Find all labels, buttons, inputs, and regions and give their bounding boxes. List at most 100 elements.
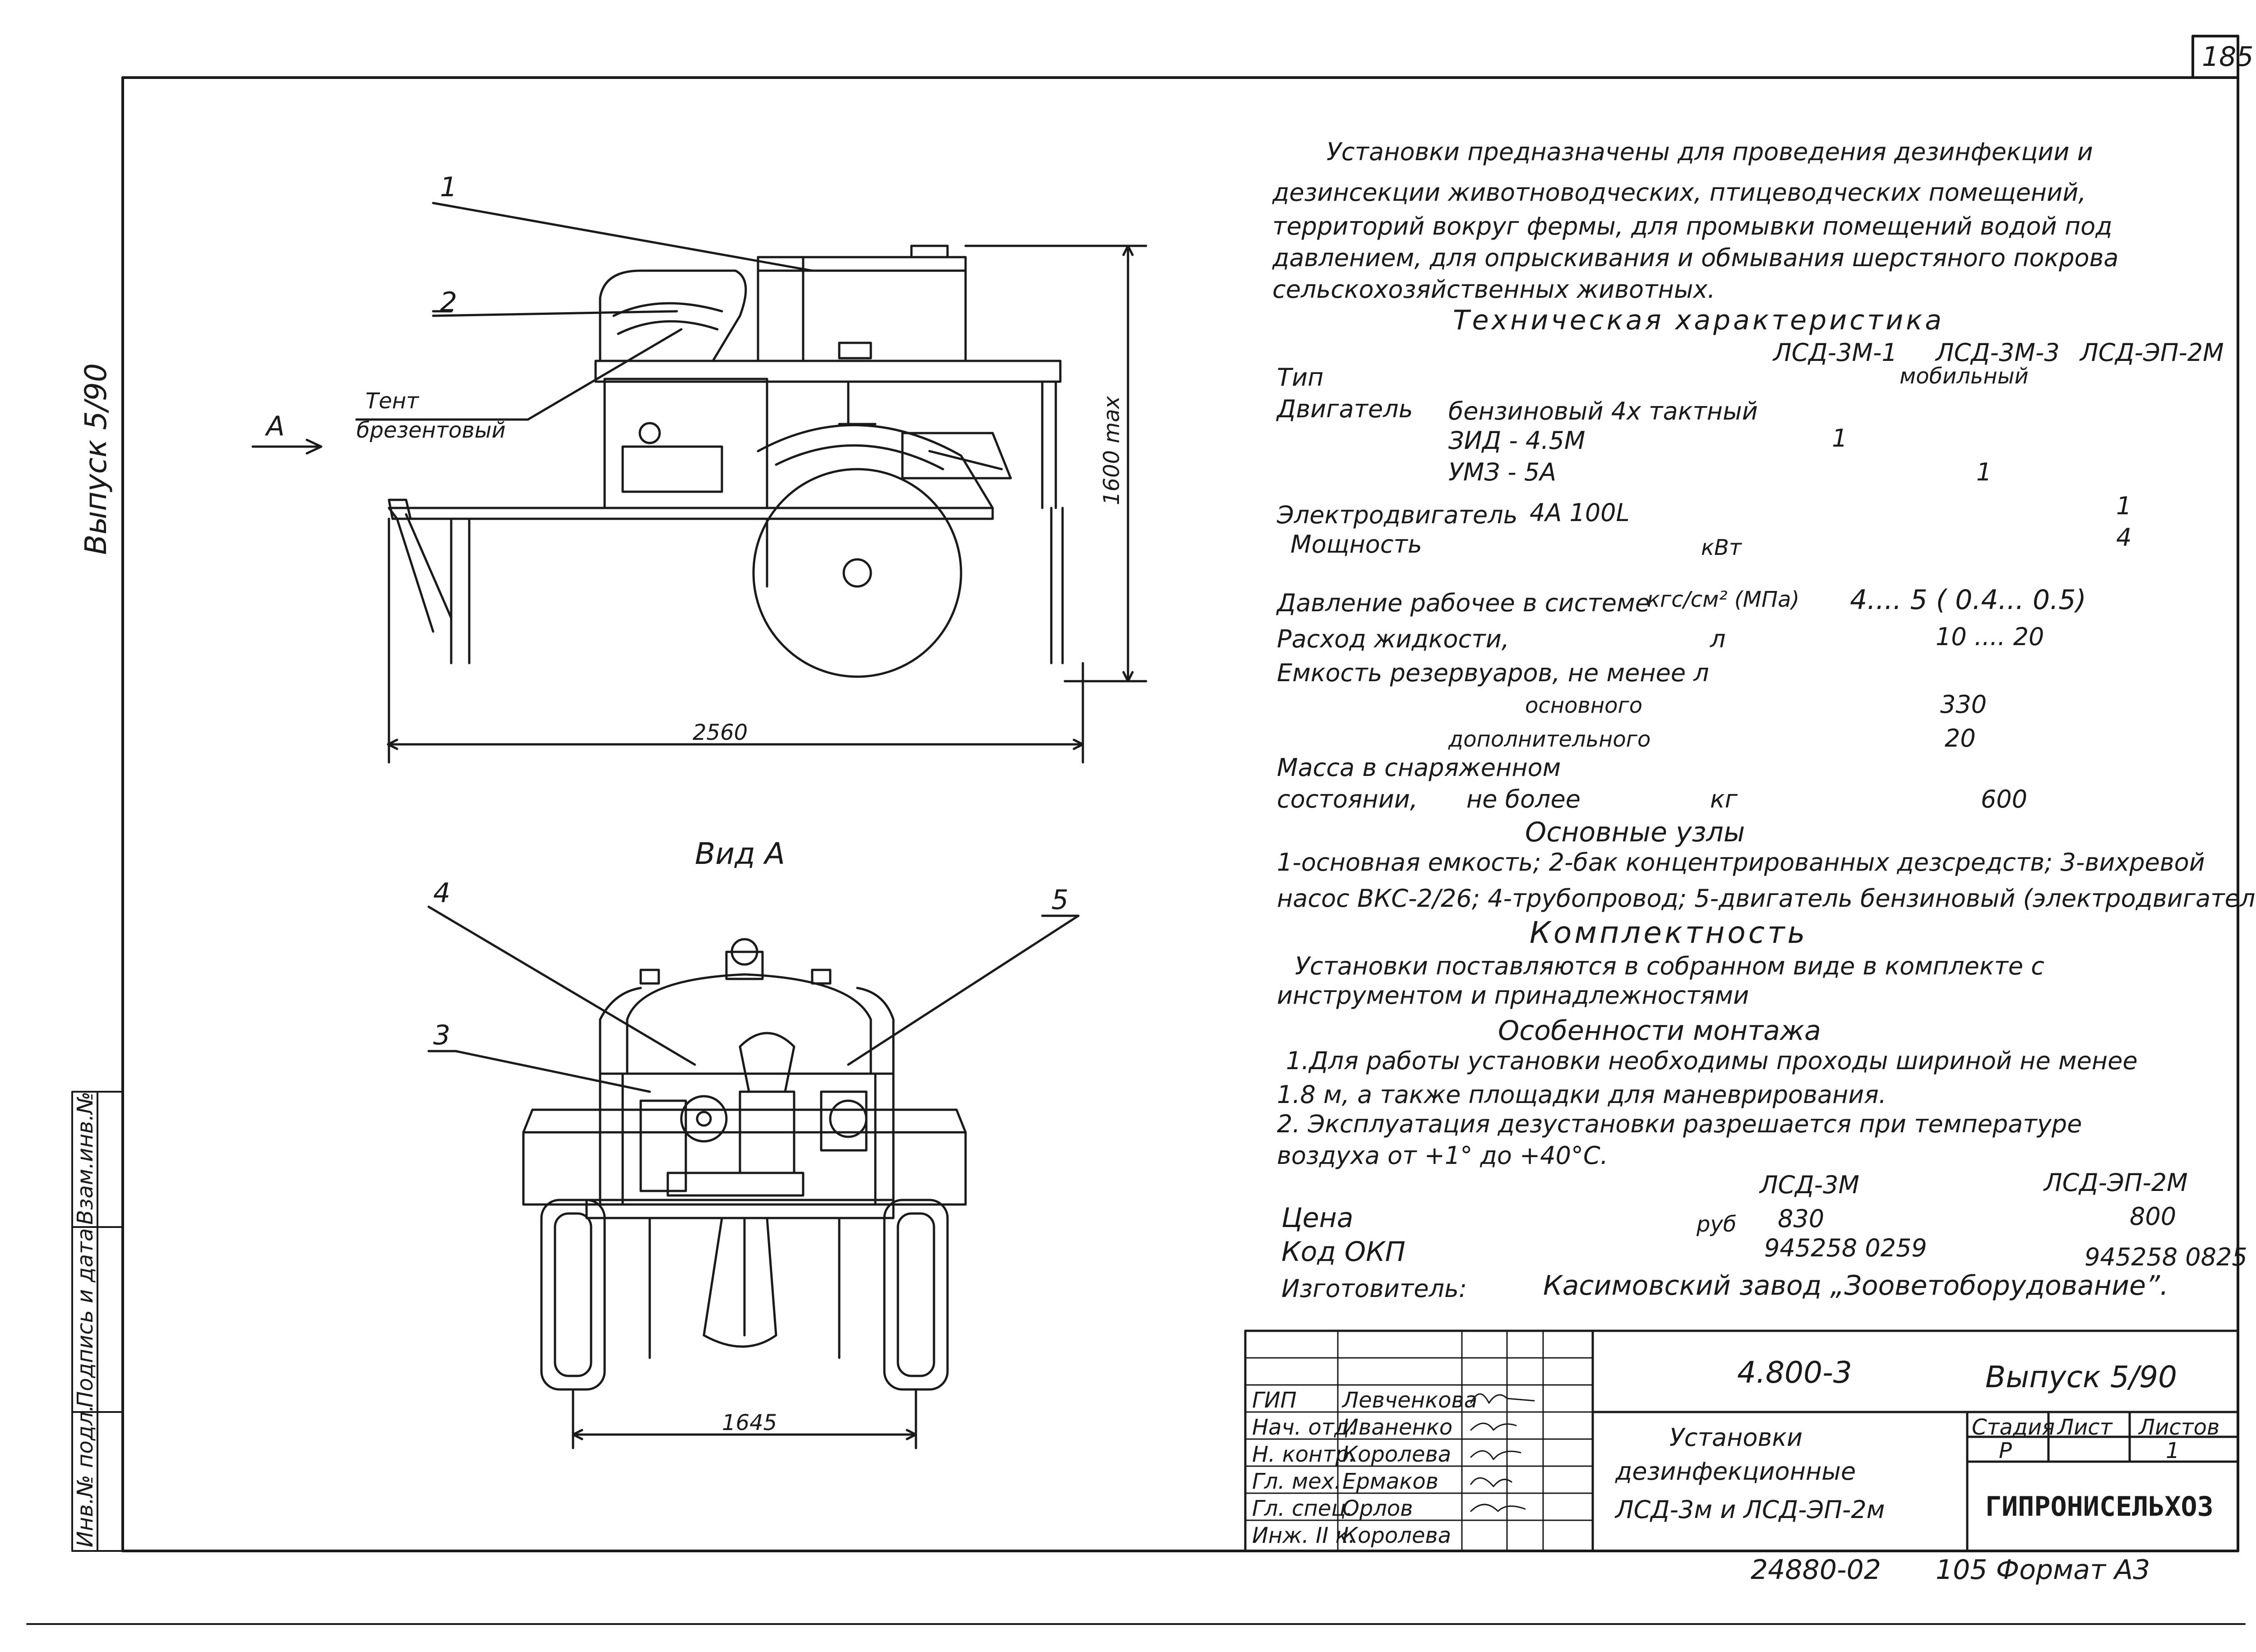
intro-line-5: сельскохозяйственных животных. <box>1272 275 1715 304</box>
engine-desc: бензиновый 4х тактный <box>1448 397 1758 425</box>
units-title: Основные узлы <box>1525 817 1745 848</box>
role-5: Гл. спец. <box>1252 1496 1353 1521</box>
okp-1: 945258 0259 <box>1764 1234 1927 1262</box>
units-line-1: 1-основная емкость; 2-бак концентрирован… <box>1277 848 2205 877</box>
role-2: Нач. отд. <box>1252 1415 1356 1440</box>
name-1: Левченкова <box>1342 1388 1478 1413</box>
type-value: мобильный <box>1900 364 2029 389</box>
sheet-frame <box>26 35 2246 1625</box>
pressure-label: Давление рабочее в системе <box>1277 589 1650 617</box>
page-number: 185 <box>2202 41 2254 73</box>
model-header-2: ЛСД-3М-3 <box>1936 338 2060 367</box>
issue-label: Выпуск 5/90 <box>1985 1360 2177 1394</box>
price-model-1: ЛСД-3М <box>1760 1171 1859 1199</box>
sheets-header: Листов <box>2139 1415 2220 1440</box>
mass-label-3: не более <box>1466 785 1581 813</box>
name-6: Королева <box>1342 1523 1452 1548</box>
org-name: ГИПРОНИСЕЛЬХОЗ <box>1985 1491 2214 1523</box>
sheet-header: Лист <box>2057 1415 2113 1440</box>
name-5: Орлов <box>1342 1496 1413 1521</box>
title-block-grid <box>1244 1329 2239 1552</box>
engine-1-val: 1 <box>1832 424 1848 452</box>
role-4: Гл. мех. <box>1252 1469 1341 1494</box>
engine-1: ЗИД - 4.5М <box>1448 426 1586 455</box>
pressure-unit: кгс/см² (МПа) <box>1647 587 1800 612</box>
title-line-3: ЛСД-3м и ЛСД-ЭП-2м <box>1615 1495 1885 1524</box>
maker-value: Касимовский завод „Зооветоборудование”. <box>1543 1270 2169 1301</box>
engine-2: УМЗ - 5А <box>1448 458 1557 486</box>
mount-title: Особенности монтажа <box>1498 1015 1821 1047</box>
tech-title: Техническая характеристика <box>1453 305 1945 336</box>
kit-line-2: инструментом и принадлежностями <box>1277 981 1749 1010</box>
callout-4: 4 <box>433 877 451 909</box>
tank-extra-val: 20 <box>1945 724 1976 752</box>
intro-line-4: давлением, для опрыскивания и обмывания … <box>1272 244 2119 272</box>
front-tank <box>626 973 872 1075</box>
price-model-2: ЛСД-ЭП-2М <box>2044 1168 2188 1197</box>
motor-label: Электродвигатель <box>1277 501 1518 529</box>
mount-line-2: 1.8 м, а также площадки для маневрирован… <box>1277 1080 1886 1109</box>
motor-model: 4А 100L <box>1530 498 1630 527</box>
flow-label: Расход жидкости, <box>1277 625 1509 653</box>
name-3: Королева <box>1342 1442 1452 1467</box>
role-6: Инж. II к. <box>1252 1523 1355 1548</box>
kit-title: Комплектность <box>1530 915 1808 950</box>
dim-length: 2560 <box>693 720 748 745</box>
intro-line-2: дезинсекции животноводческих, птицеводче… <box>1272 178 2086 207</box>
footer-format: 105 Формат А3 <box>1936 1554 2150 1586</box>
front-view-drawing <box>427 905 1080 1449</box>
sheets-value: 1 <box>2166 1438 2180 1463</box>
role-3: Н. контр. <box>1252 1442 1356 1467</box>
price-label: Цена <box>1281 1202 1354 1234</box>
name-2: Иваненко <box>1342 1415 1453 1440</box>
mass-val: 600 <box>1981 785 2028 813</box>
callout-2: 2 <box>440 286 458 318</box>
engine-2-val: 1 <box>1976 458 1992 486</box>
tent-label-1: Тент <box>365 388 419 414</box>
main-tank <box>757 256 967 362</box>
callout-1: 1 <box>440 171 458 203</box>
title-line-1: Установки <box>1669 1423 1803 1452</box>
side-view-drawing <box>251 202 1147 764</box>
left-stamp-frame <box>71 1091 124 1552</box>
view-title: Вид А <box>695 836 785 871</box>
mass-label-2: состоянии, <box>1277 785 1418 813</box>
price-unit: руб <box>1697 1212 1737 1237</box>
intro-line-1: Установки предназначены для проведения д… <box>1327 138 2093 166</box>
okp-label: Код ОКП <box>1281 1236 1405 1268</box>
callout-5: 5 <box>1051 884 1069 916</box>
dim-height: 1600 max <box>1099 396 1124 505</box>
power-unit: кВт <box>1701 535 1742 560</box>
tent-label-2: брезентовый <box>356 418 506 443</box>
flow-unit: л <box>1710 625 1726 653</box>
engine-label: Двигатель <box>1277 395 1413 423</box>
role-1: ГИП <box>1252 1388 1297 1413</box>
footer-code: 24880-02 <box>1751 1554 1881 1586</box>
doc-number: 4.800-3 <box>1737 1355 1852 1390</box>
mass-unit: кг <box>1710 785 1738 813</box>
mount-line-1: 1.Для работы установки необходимы проход… <box>1286 1047 2138 1075</box>
front-wheel-left <box>540 1199 606 1391</box>
okp-2: 945258 0825 <box>2085 1243 2247 1271</box>
view-arrow-label: А <box>266 411 285 442</box>
stage-value: Р <box>1999 1438 2012 1463</box>
mount-line-4: воздуха от +1° до +40°С. <box>1277 1141 1608 1170</box>
dim-track: 1645 <box>722 1410 777 1435</box>
canvas-tent <box>599 269 747 362</box>
issue-vertical: Выпуск 5/90 <box>79 363 113 555</box>
type-label: Тип <box>1277 363 1324 392</box>
side-wheel <box>752 468 962 678</box>
stamp-label-1: Инв.№ подл. <box>73 1405 98 1547</box>
stage-header: Стадия <box>1972 1415 2055 1440</box>
front-wheel-right <box>883 1199 949 1391</box>
kit-line-1: Установки поставляются в собранном виде … <box>1295 952 2045 980</box>
mass-label-1: Масса в снаряженном <box>1277 753 1561 782</box>
units-line-2: насос ВКС-2/26; 4-трубопровод; 5-двигате… <box>1277 884 2256 913</box>
signatures <box>1470 1393 1535 1512</box>
model-header-1: ЛСД-3М-1 <box>1773 338 1897 367</box>
title-line-2: дезинфекционные <box>1615 1457 1856 1486</box>
maker-label: Изготовитель: <box>1281 1274 1467 1303</box>
name-4: Ермаков <box>1342 1469 1439 1494</box>
stamp-label-2: Подпись и дата <box>73 1228 98 1407</box>
